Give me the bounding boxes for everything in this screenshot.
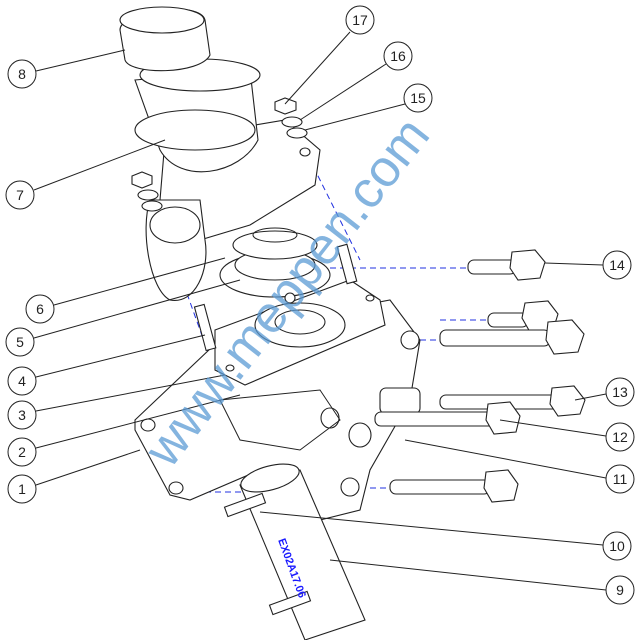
svg-text:8: 8 [18, 66, 26, 82]
svg-text:10: 10 [609, 538, 625, 554]
hose [223, 463, 366, 640]
callout-11: 11 [605, 464, 635, 494]
svg-text:14: 14 [609, 257, 625, 273]
callout-12: 12 [605, 422, 635, 452]
leader-lines [33, 31, 607, 591]
callout-2: 2 [7, 437, 37, 467]
callout-14: 14 [602, 250, 632, 280]
gasket-plate [214, 279, 386, 386]
svg-text:12: 12 [612, 429, 628, 445]
callout-1: 1 [7, 474, 37, 504]
svg-text:9: 9 [616, 582, 624, 598]
thermostat [219, 227, 331, 304]
svg-text:2: 2 [18, 444, 26, 460]
hose-cap [119, 6, 211, 72]
callout-6: 6 [25, 294, 55, 324]
svg-text:6: 6 [36, 301, 44, 317]
housing [134, 299, 421, 521]
svg-text:17: 17 [352, 12, 368, 28]
svg-text:16: 16 [390, 48, 406, 64]
svg-text:13: 13 [612, 384, 628, 400]
callout-15: 15 [403, 83, 433, 113]
svg-text:1: 1 [18, 481, 26, 497]
studs [193, 243, 358, 352]
svg-text:4: 4 [18, 373, 26, 389]
svg-text:15: 15 [410, 90, 426, 106]
callout-4: 4 [7, 366, 37, 396]
svg-text:3: 3 [18, 407, 26, 423]
svg-text:11: 11 [613, 471, 628, 487]
callout-8: 8 [7, 59, 37, 89]
bolts [374, 249, 586, 503]
nuts-washers [131, 97, 308, 212]
callout-9: 9 [605, 575, 635, 605]
callout-3: 3 [7, 400, 37, 430]
svg-text:5: 5 [16, 334, 24, 350]
callout-17: 17 [345, 5, 375, 35]
svg-text:7: 7 [16, 187, 24, 203]
callout-16: 16 [383, 41, 413, 71]
callout-7: 7 [5, 180, 35, 210]
callout-5: 5 [5, 327, 35, 357]
callout-10: 10 [602, 531, 632, 561]
callout-13: 13 [605, 377, 635, 407]
